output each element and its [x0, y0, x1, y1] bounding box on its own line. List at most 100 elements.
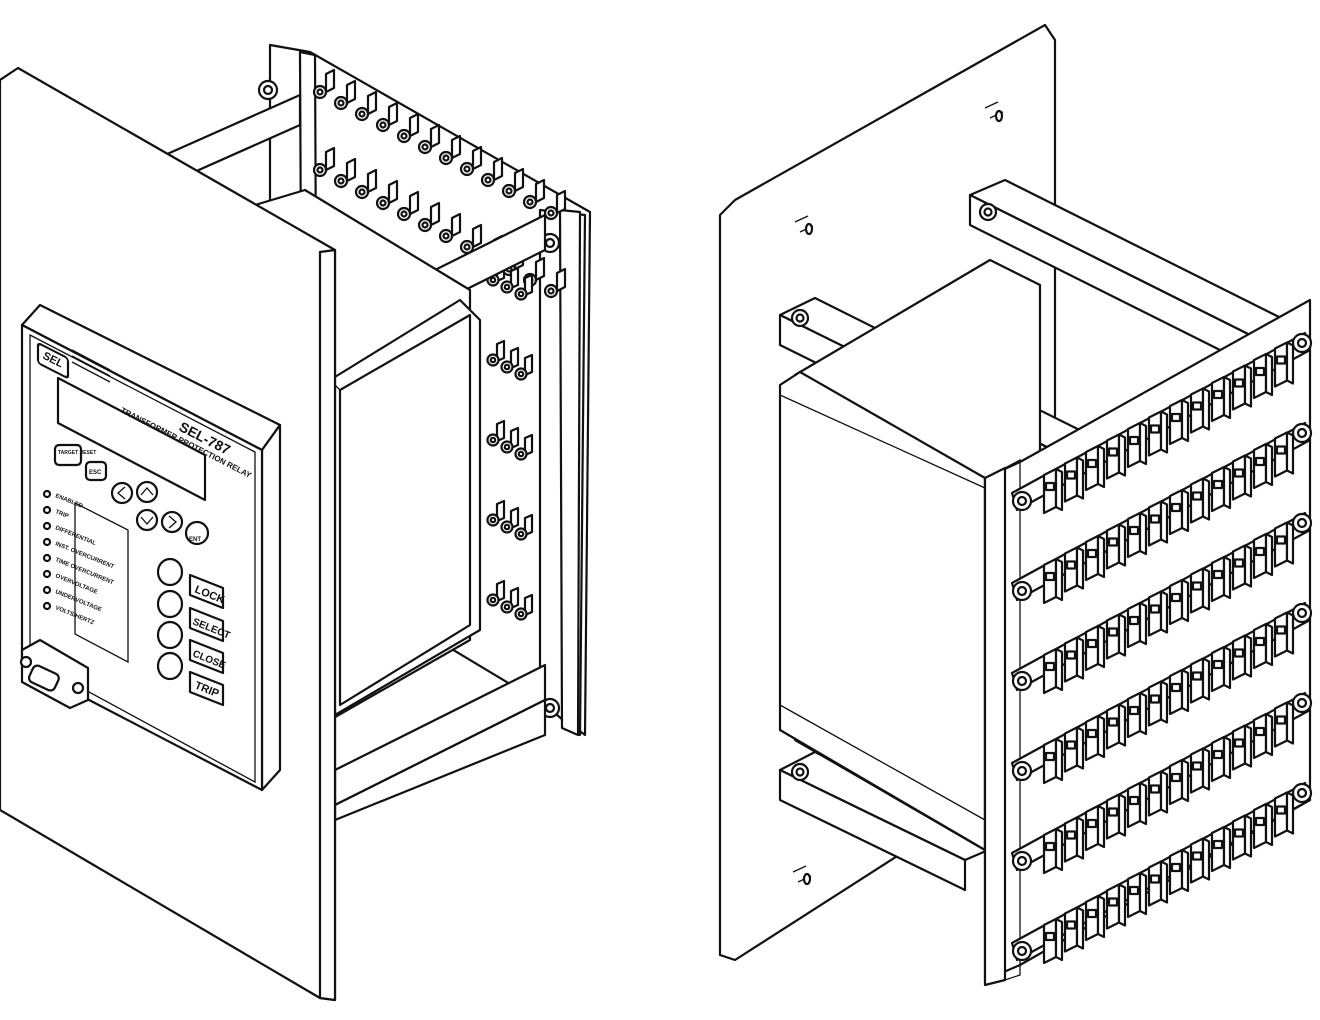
terminal-screw: [1189, 477, 1211, 524]
svg-text:ENT: ENT: [189, 537, 201, 543]
svg-text:TARGET RESET: TARGET RESET: [58, 450, 96, 456]
relay-case-rear: [778, 258, 1042, 852]
terminal-screw: [1105, 793, 1127, 840]
terminal-screw: [1147, 860, 1169, 907]
terminal-block-row: [1010, 691, 1313, 875]
terminal-screw: [1189, 657, 1211, 704]
terminal-screw: [1126, 421, 1148, 469]
esc-button[interactable]: ESC: [84, 460, 108, 482]
terminal-screw: [1252, 352, 1274, 400]
terminal-screw: [1105, 613, 1127, 660]
terminal-screw: [1210, 465, 1232, 513]
arrow-down-button[interactable]: [135, 508, 159, 532]
terminal-screw: [514, 513, 534, 541]
panel-studs: [792, 101, 1004, 886]
terminal-screw: [1084, 624, 1106, 672]
terminal-screw: [1252, 532, 1274, 580]
svg-text:TRIP: TRIP: [54, 509, 69, 520]
terminal-screw: [1063, 456, 1085, 503]
terminal-block-row: [1010, 421, 1313, 605]
terminal-screw: [1063, 636, 1085, 683]
terminal-screw: [354, 168, 378, 200]
arrow-up-button[interactable]: [135, 480, 159, 504]
terminal-screw: [1189, 387, 1211, 434]
terminal-screw: [1210, 555, 1232, 603]
terminal-screw: [1126, 871, 1148, 919]
arrow-left-button[interactable]: [110, 481, 134, 505]
terminal-screw: [1084, 714, 1106, 762]
terminal-screw: [1084, 534, 1106, 582]
terminal-screw: [1231, 724, 1253, 771]
terminal-screw: [1252, 712, 1274, 760]
terminal-screw: [459, 223, 483, 255]
terminal-screw: [500, 586, 520, 614]
lock-button[interactable]: LOCK: [156, 557, 226, 610]
terminal-screw: [438, 212, 462, 244]
terminal-screw: [1126, 691, 1148, 739]
terminal-screw: [1252, 622, 1274, 670]
terminal-screw: [1189, 747, 1211, 794]
terminal-screw: [1231, 814, 1253, 861]
terminal-screw: [1042, 827, 1064, 875]
terminal-screw: [486, 339, 506, 367]
terminal-screw: [1168, 398, 1190, 446]
terminal-screw: [486, 419, 506, 447]
arrow-right-button[interactable]: [160, 510, 184, 534]
terminal-screw: [1168, 488, 1190, 536]
terminal-screw: [1168, 668, 1190, 716]
terminal-screw: [1273, 611, 1295, 658]
terminal-screw: [459, 145, 483, 177]
front-view-assembly: SEL SEL-787 TRANSFORMER PROTECTION RELAY…: [0, 43, 592, 1002]
terminal-block-rows: [1010, 331, 1313, 965]
terminal-screw: [396, 112, 420, 144]
terminal-screw: [1252, 802, 1274, 850]
terminal-screw: [417, 123, 441, 155]
terminal-screw: [480, 156, 504, 188]
terminal-screw: [1042, 647, 1064, 695]
close-button[interactable]: CLOSE: [156, 620, 227, 675]
terminal-screw: [312, 146, 336, 178]
terminal-screw: [1210, 735, 1232, 783]
terminal-screw: [1063, 906, 1085, 953]
terminal-screw: [500, 266, 520, 294]
front-serial-port[interactable]: [19, 638, 90, 710]
terminal-screw: [543, 267, 567, 299]
trip-button[interactable]: TRIP: [156, 651, 225, 707]
terminal-screw: [1042, 737, 1064, 785]
terminal-screw: [1147, 410, 1169, 457]
terminal-screw: [396, 190, 420, 222]
terminal-screw: [375, 101, 399, 133]
terminal-screw: [1273, 431, 1295, 478]
sel-logo: SEL: [36, 342, 111, 383]
terminal-screw: [514, 593, 534, 621]
terminal-screw: [1273, 341, 1295, 388]
terminal-screw: [1168, 578, 1190, 626]
terminal-screw: [500, 426, 520, 454]
terminal-screw: [1063, 726, 1085, 773]
terminal-screw: [1210, 825, 1232, 873]
terminal-screw: [486, 579, 506, 607]
terminal-screw: [312, 68, 336, 100]
terminal-screw: [354, 90, 378, 122]
target-reset-button[interactable]: TARGET RESET: [53, 443, 96, 467]
terminal-screw: [1168, 758, 1190, 806]
terminal-screw: [1231, 364, 1253, 411]
svg-text:ESC: ESC: [89, 470, 102, 476]
terminal-screw: [1105, 523, 1127, 570]
terminal-screw: [1126, 511, 1148, 559]
terminal-screw: [417, 201, 441, 233]
terminal-screw: [1105, 883, 1127, 930]
terminal-screw: [1147, 590, 1169, 637]
terminal-screw: [333, 79, 357, 111]
terminal-screw: [1189, 567, 1211, 614]
terminal-screw: [543, 189, 567, 221]
enter-button[interactable]: ENT: [184, 520, 210, 546]
terminal-screw: [333, 157, 357, 189]
terminal-screw: [514, 353, 534, 381]
rear-terminal-plate: [983, 298, 1313, 987]
terminal-screw: [1210, 375, 1232, 423]
relay-front-panel: SEL SEL-787 TRANSFORMER PROTECTION RELAY…: [19, 303, 282, 792]
terminal-screw: [1042, 467, 1064, 515]
terminal-screw: [1105, 703, 1127, 750]
